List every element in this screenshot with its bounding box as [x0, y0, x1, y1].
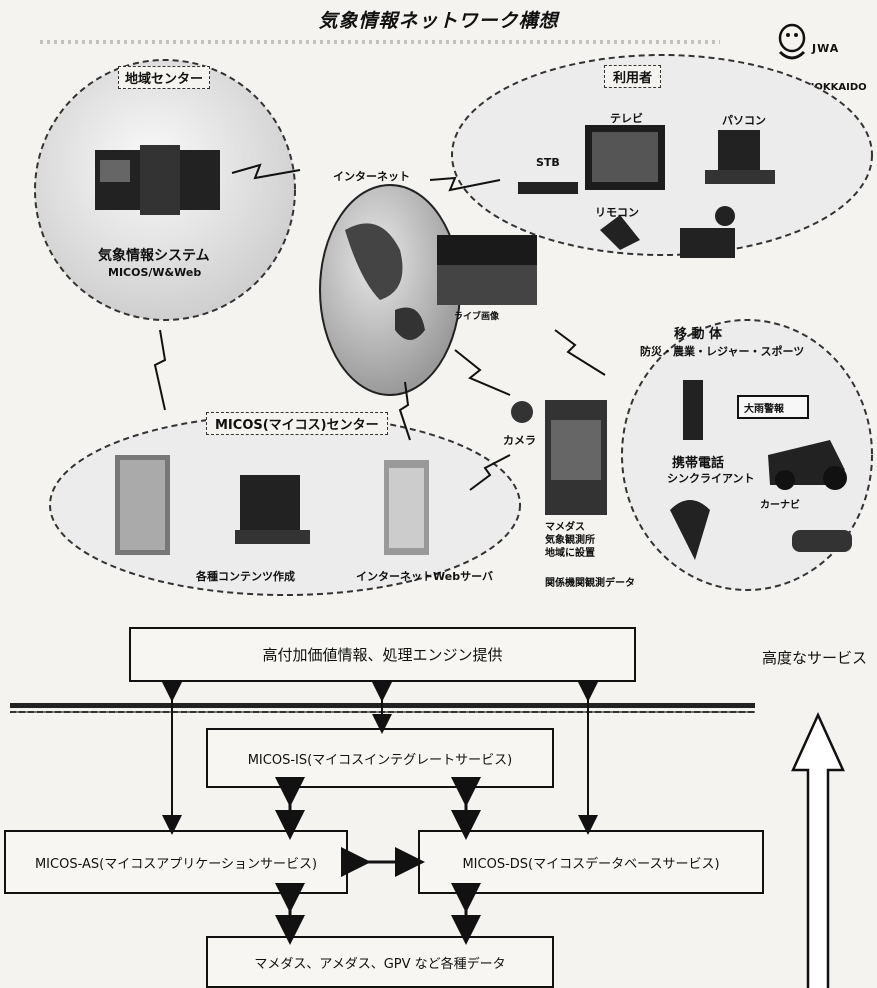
content-creation-label: 各種コンテンツ作成: [196, 570, 295, 583]
pc-label: パソコン: [722, 114, 766, 127]
network-diagram: [34, 54, 873, 596]
internet-label: インターネット: [333, 170, 410, 183]
web-server-label: インターネットWebサーバ: [356, 570, 493, 583]
various-data-box: マメダス、アメダス、GPV など各種データ: [206, 936, 554, 988]
advanced-up-arrow: [791, 711, 845, 988]
logo-text: JWA: [812, 42, 840, 55]
camera-icon: [511, 401, 533, 423]
advanced-service-label: 高度なサービス: [762, 649, 868, 667]
car-navi-label: カーナビ: [760, 500, 800, 511]
micos-center-ellipse: [49, 414, 521, 596]
micos-center-label: MICOS(マイコス)センター: [206, 412, 388, 435]
camera-label: カメラ: [503, 434, 536, 447]
agency-data-label: 関係機関観測データ: [545, 578, 635, 589]
micos-ds-box: MICOS-DS(マイコスデータベースサービス): [418, 830, 764, 894]
mobile-ellipse: [621, 319, 873, 591]
internet-globe: [319, 184, 461, 396]
page-title: 気象情報ネットワーク構想: [318, 10, 559, 32]
weather-system-sub: MICOS/W&Web: [108, 266, 202, 279]
mobile-label: 移 動 体: [674, 327, 723, 342]
jwa-logo: [772, 22, 812, 66]
regional-center-sphere: [34, 59, 296, 321]
mobile-phone-label: 携帯電話: [672, 456, 725, 471]
thin-client-label: シンクライアント: [667, 472, 755, 485]
micos-is-box: MICOS-IS(マイコスインテグレートサービス): [206, 728, 554, 788]
regional-center-label: 地域センター: [118, 66, 211, 89]
weather-system-label: 気象情報システム: [98, 248, 210, 264]
scan-noise-divider: [40, 40, 720, 44]
users-label: 利用者: [604, 65, 662, 88]
live-image-label: ライブ画像: [454, 312, 500, 322]
bottom-arrows: [162, 682, 845, 988]
amedas-label-3: 地域に設置: [545, 548, 595, 559]
mobile-sub-label: 防災・農業・レジャー・スポーツ: [640, 345, 805, 358]
remote-label: リモコン: [595, 206, 639, 219]
high-value-info-box: 高付加価値情報、処理エンジン提供: [129, 627, 636, 682]
stb-label: STB: [536, 156, 560, 169]
amedas-label-2: 気象観測所: [545, 535, 595, 546]
amedas-label-1: マメダス: [545, 522, 585, 533]
connection-arrows: [153, 163, 606, 491]
logo-region: HOKKAIDO: [806, 82, 867, 93]
users-ellipse: [451, 54, 873, 258]
heavy-rain-warning: 大雨警報: [744, 404, 784, 415]
tv-label: テレビ: [610, 112, 643, 125]
